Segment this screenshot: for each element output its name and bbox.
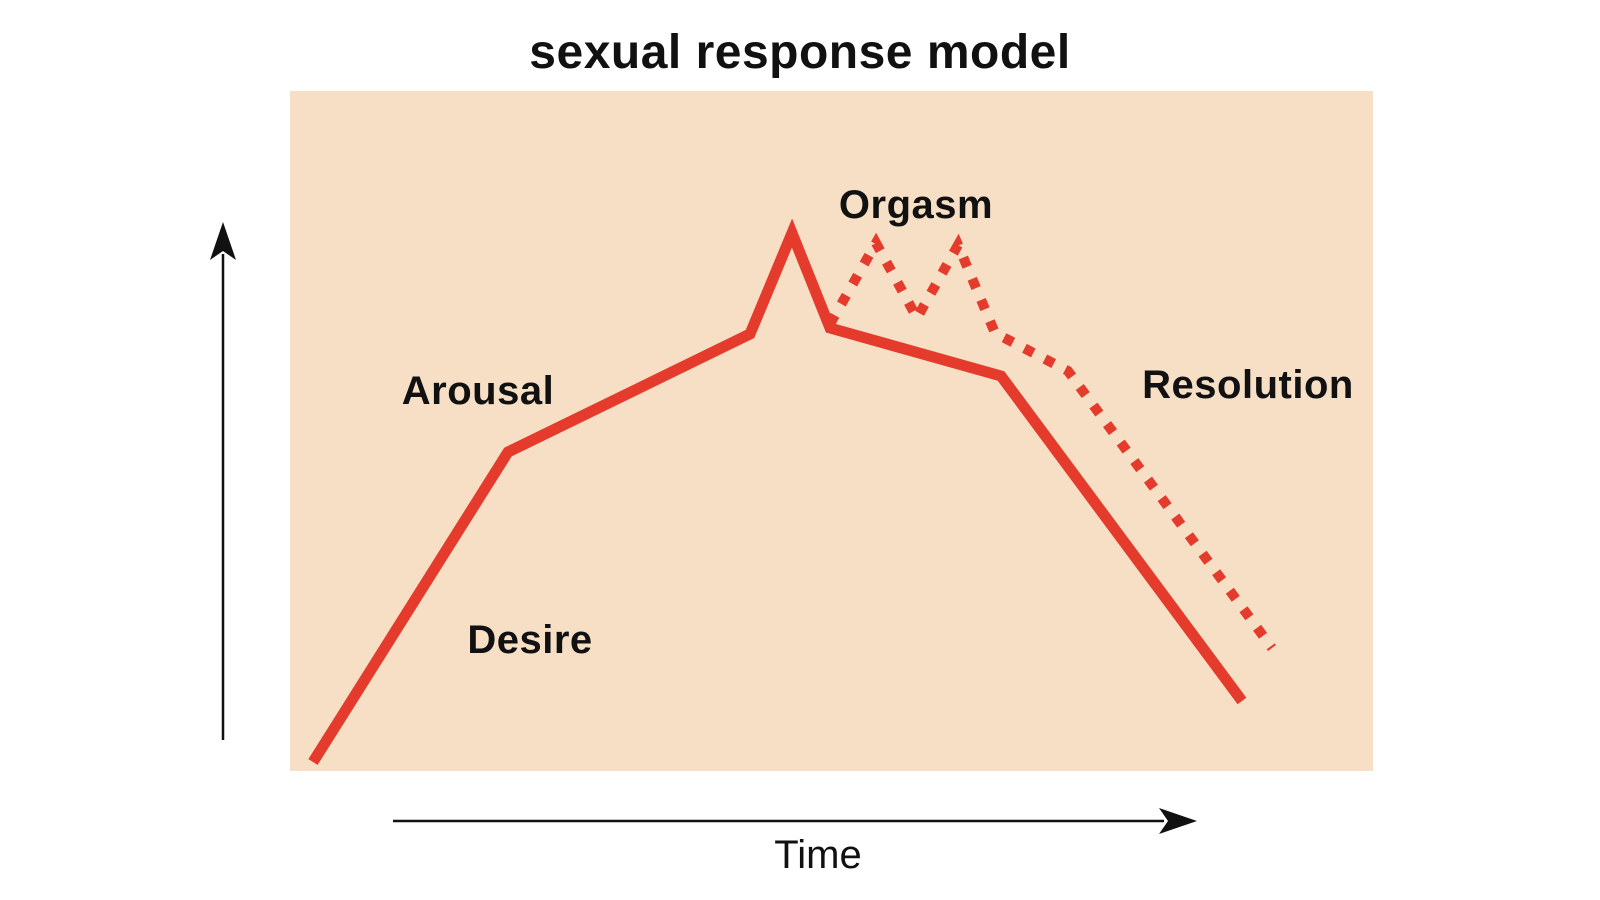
solid-response-line [308,218,1247,765]
label-resolution: Resolution [1142,363,1354,407]
figure-title: sexual response model [529,26,1070,79]
x-axis-caption: Time [774,833,861,877]
label-orgasm: Orgasm [839,183,993,227]
dotted-response-line [825,232,1277,651]
x-axis-arrowhead-icon [1159,808,1197,834]
label-arousal: Arousal [402,369,554,413]
y-axis-arrowhead-icon [210,222,236,260]
label-desire: Desire [467,618,592,662]
plot-panel [290,91,1373,771]
